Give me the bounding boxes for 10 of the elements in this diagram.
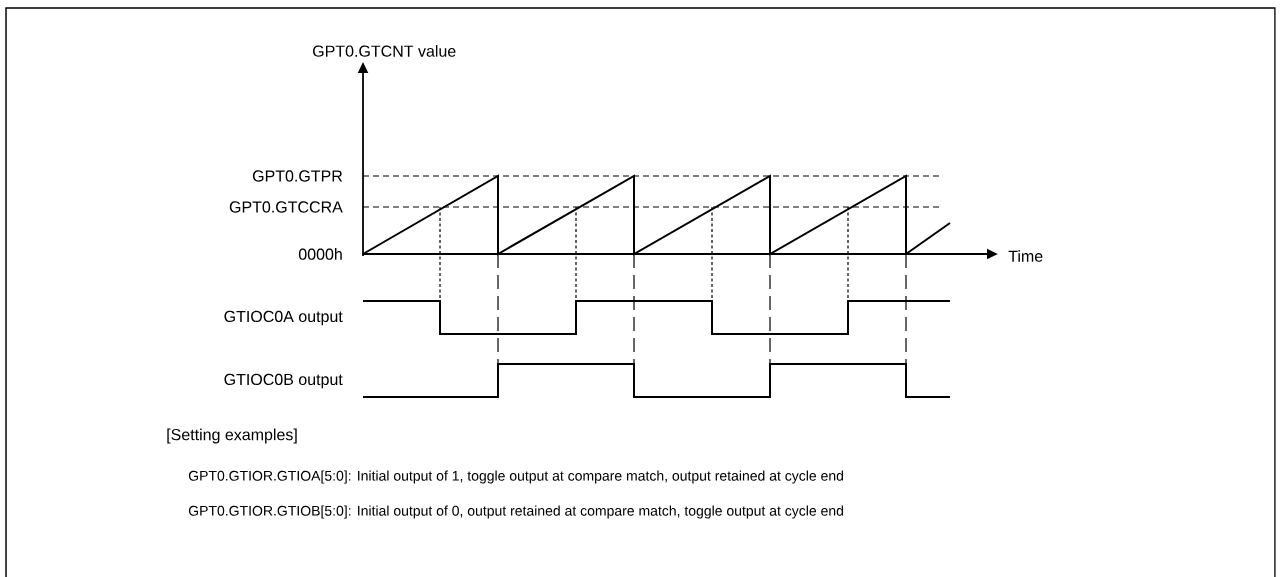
signal-label: GTIOC0B output	[224, 373, 343, 389]
axis-label: Time	[1008, 250, 1043, 262]
note: GPT0.GTIOR.GTIOB[5:0]: Initial output of 0, output retained at compare match, toggle output at cycle end	[188, 505, 843, 519]
axis-label: GPT0.GTCNT value	[313, 45, 456, 57]
tick-label: GPT0.GTCCRA	[229, 201, 343, 213]
note: GPT0.GTIOR.GTIOA[5:0]: Initial output of 1, toggle output at compare match, output retained at cycle end	[188, 470, 843, 484]
section-heading: [Setting examples]	[167, 428, 297, 444]
signal-label: GTIOC0A output	[224, 310, 343, 326]
tick-label: GPT0.GTPR	[252, 170, 343, 182]
tick-label: 0000h	[298, 248, 342, 260]
